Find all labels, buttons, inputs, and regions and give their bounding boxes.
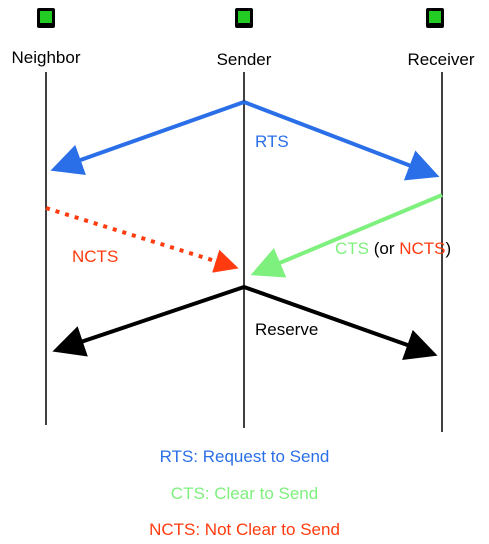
reserve-arrow-right: [243, 285, 438, 361]
node-label-sender: Sender: [217, 50, 272, 69]
rts-arrow-left: [50, 100, 245, 176]
ncts-label: NCTS: [72, 247, 118, 266]
node-label-neighbor: Neighbor: [12, 48, 81, 67]
cts-label-cts: CTS: [335, 239, 369, 258]
device-icon: [426, 8, 444, 28]
device-icon: [37, 8, 55, 28]
rts-arrow-right: [243, 100, 440, 181]
reserve-arrow-left: [52, 285, 245, 357]
legend-rts: RTS: Request to Send: [159, 447, 330, 466]
reserve-label: Reserve: [255, 320, 318, 339]
device-icon: [235, 8, 253, 28]
cts-label-close: ): [446, 239, 452, 258]
cts-label-ncts: NCTS: [399, 239, 445, 258]
ncts-arrow: [45, 206, 239, 273]
rts-label: RTS: [255, 132, 289, 151]
node-label-receiver: Receiver: [407, 50, 474, 69]
cts-label: CTS (or NCTS): [335, 239, 451, 258]
legend-cts: CTS: Clear to Send: [170, 484, 319, 503]
legend-ncts: NCTS: Not Clear to Send: [149, 520, 340, 539]
cts-arrow: [250, 193, 443, 278]
cts-label-or: (or: [369, 239, 399, 258]
